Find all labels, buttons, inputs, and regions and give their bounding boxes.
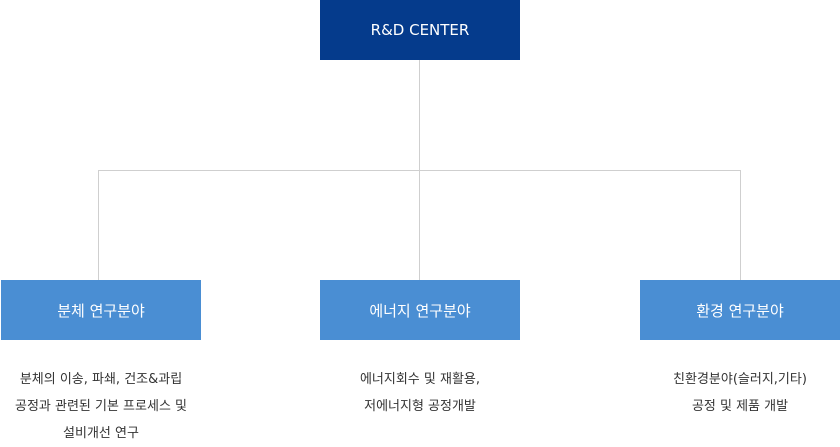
field-description-energy: 에너지회수 및 재활용, 저에너지형 공정개발	[300, 366, 540, 420]
field-description-environment: 친환경분야(슬러지,기타) 공정 및 제품 개발	[620, 366, 840, 420]
field-node-label: 분체 연구분야	[57, 301, 145, 320]
field-description-powder: 분체의 이송, 파쇄, 건조&과립 공정과 관련된 기본 프로세스 및 설비개선…	[0, 366, 221, 447]
field-node-label: 에너지 연구분야	[369, 301, 471, 320]
description-line: 설비개선 연구	[63, 426, 139, 441]
description-line: 저에너지형 공정개발	[364, 399, 476, 414]
description-line: 친환경분야(슬러지,기타)	[673, 372, 807, 387]
connector-center-vertical	[419, 170, 420, 280]
field-node-powder: 분체 연구분야	[1, 280, 201, 340]
connector-root-vertical	[419, 60, 420, 170]
connector-left-vertical	[98, 170, 99, 280]
field-node-label: 환경 연구분야	[696, 301, 784, 320]
description-line: 공정과 관련된 기본 프로세스 및	[14, 399, 187, 414]
root-node-rd-center: R&D CENTER	[320, 0, 520, 60]
description-line: 분체의 이송, 파쇄, 건조&과립	[19, 372, 183, 387]
description-line: 공정 및 제품 개발	[691, 399, 789, 414]
field-node-environment: 환경 연구분야	[640, 280, 840, 340]
description-line: 에너지회수 및 재활용,	[359, 372, 481, 387]
connector-right-vertical	[740, 170, 741, 280]
field-node-energy: 에너지 연구분야	[320, 280, 520, 340]
root-node-label: R&D CENTER	[370, 21, 470, 39]
